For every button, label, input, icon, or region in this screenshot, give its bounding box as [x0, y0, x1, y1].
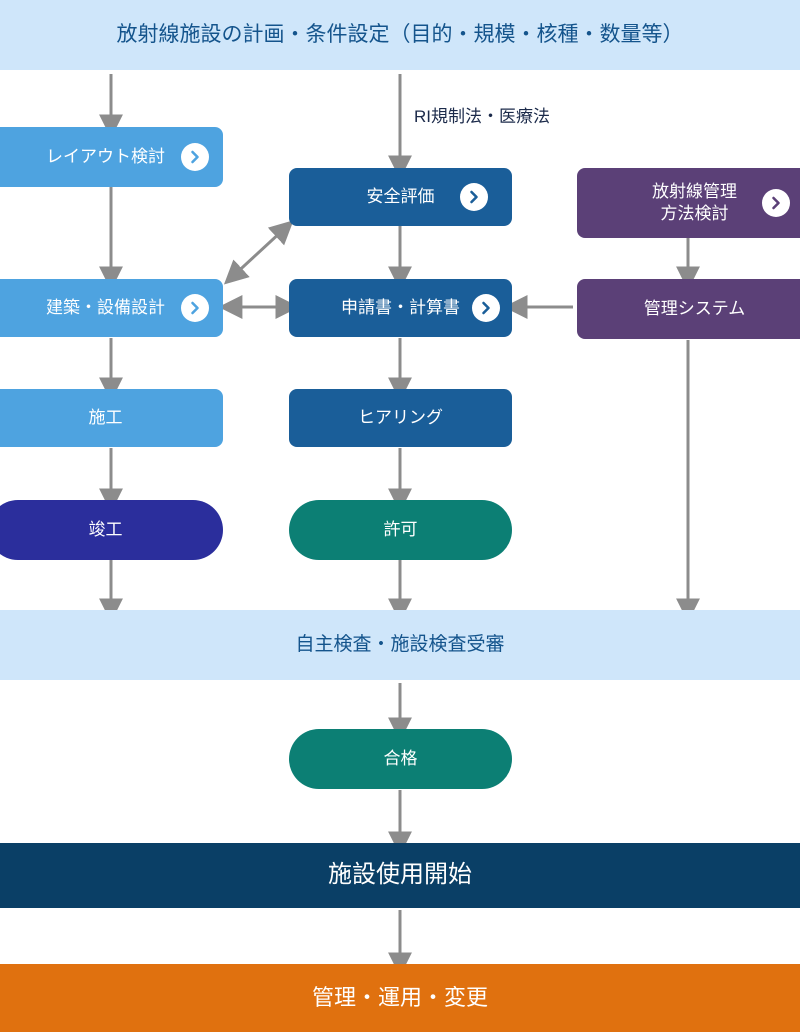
- node-construction: 施工: [0, 389, 223, 447]
- node-management-system-label: 管理システム: [643, 298, 746, 318]
- node-permission: 許可: [289, 500, 512, 560]
- band-plan-conditions-label: 放射線施設の計画・条件設定（目的・規模・核種・数量等）: [116, 22, 684, 46]
- node-layout-study-label: レイアウト検討: [46, 146, 165, 166]
- node-architecture-equipment-design[interactable]: 建築・設備設計: [0, 279, 223, 337]
- node-safety-evaluation-label: 安全評価: [366, 186, 435, 206]
- band-facility-start-label: 施設使用開始: [328, 861, 472, 889]
- chevron-right-icon[interactable]: [181, 294, 209, 322]
- band-management-operation-change-label: 管理・運用・変更: [311, 985, 488, 1011]
- chevron-right-icon[interactable]: [460, 183, 488, 211]
- node-pass-label: 合格: [383, 748, 418, 768]
- node-application-calculation-label: 申請書・計算書: [341, 297, 460, 317]
- node-pass: 合格: [289, 729, 512, 789]
- chevron-right-icon[interactable]: [181, 143, 209, 171]
- node-layout-study[interactable]: レイアウト検討: [0, 127, 223, 187]
- node-safety-evaluation[interactable]: 安全評価: [289, 168, 512, 226]
- node-hearing: ヒアリング: [289, 389, 512, 447]
- node-architecture-equipment-design-label: 建築・設備設計: [46, 297, 165, 317]
- band-facility-start: 施設使用開始: [0, 843, 800, 908]
- annotation-law: RI規制法・医療法: [414, 107, 550, 126]
- node-completion-label: 竣工: [88, 519, 123, 539]
- band-plan-conditions: 放射線施設の計画・条件設定（目的・規模・核種・数量等）: [0, 0, 800, 70]
- node-hearing-label: ヒアリング: [358, 407, 443, 427]
- node-permission-label: 許可: [383, 519, 418, 539]
- band-self-inspection-label: 自主検査・施設検査受審: [295, 634, 505, 656]
- chevron-right-icon[interactable]: [762, 189, 790, 217]
- node-completion: 竣工: [0, 500, 223, 560]
- band-self-inspection: 自主検査・施設検査受審: [0, 610, 800, 680]
- chevron-right-icon[interactable]: [472, 294, 500, 322]
- node-application-calculation[interactable]: 申請書・計算書: [289, 279, 512, 337]
- node-management-system: 管理システム: [577, 279, 800, 339]
- node-construction-label: 施工: [88, 407, 123, 427]
- node-radiation-management-method[interactable]: 放射線管理 方法検討: [577, 168, 800, 238]
- band-management-operation-change: 管理・運用・変更: [0, 964, 800, 1032]
- node-radiation-management-method-label: 放射線管理 方法検討: [652, 181, 737, 223]
